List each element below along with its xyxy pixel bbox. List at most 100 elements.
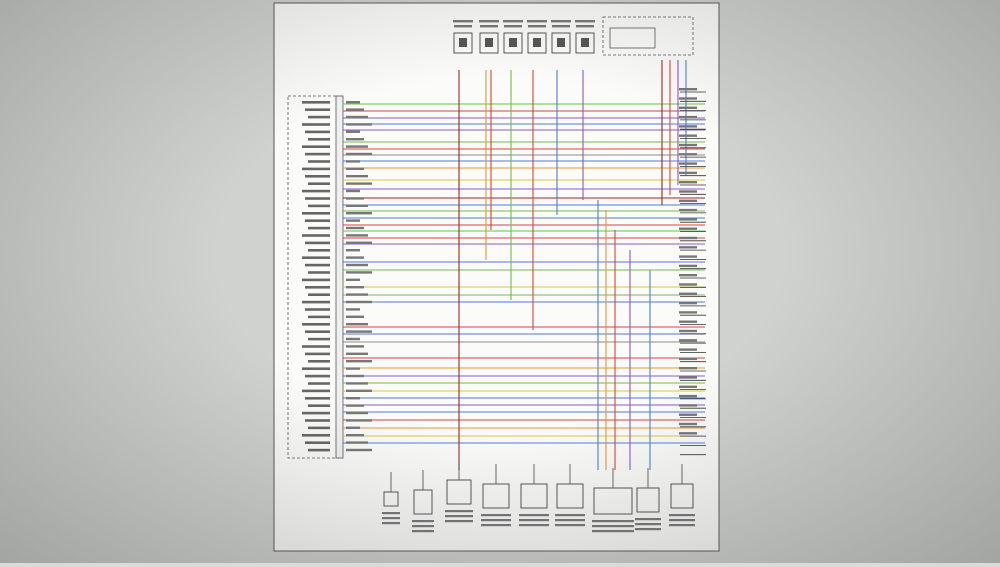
pin-label-mark: [302, 167, 330, 171]
right-label-mark: [679, 329, 697, 333]
wire-label-mark: [346, 115, 368, 119]
relay-module: [609, 27, 656, 49]
wire-label-mark: [346, 108, 364, 111]
wire-label-mark: [346, 337, 360, 341]
pin-label-mark: [302, 434, 330, 437]
right-label-mark: [679, 376, 697, 379]
fuse-element: [509, 38, 517, 47]
right-label-mark: [679, 171, 697, 175]
pin-label-mark: [302, 411, 330, 415]
pin-label-mark: [308, 182, 330, 185]
component-label-mark: [635, 523, 661, 526]
component-label-mark: [481, 524, 511, 527]
fuse-label-mark: [453, 20, 473, 23]
fuse-label-mark: [551, 20, 571, 23]
label-group: [302, 20, 697, 452]
right-label-mark: [679, 153, 697, 156]
wire-label-mark: [346, 271, 372, 274]
pin-label-mark: [302, 345, 330, 348]
pin-label-mark: [308, 426, 330, 430]
wire-label-mark: [346, 286, 364, 289]
wire-label-mark: [346, 323, 368, 326]
right-label-mark: [679, 413, 697, 416]
right-label-mark: [679, 274, 697, 277]
right-label-mark: [679, 422, 697, 426]
right-label-mark: [679, 88, 697, 91]
wire-label-mark: [346, 293, 368, 296]
wire-label-mark: [346, 226, 364, 230]
fuse-box: [503, 32, 523, 54]
right-label-mark: [679, 143, 697, 147]
wire-label-mark: [346, 426, 360, 429]
wire-label-mark: [346, 300, 372, 304]
pin-label-mark: [302, 189, 330, 193]
wire-label-mark: [346, 123, 372, 126]
wire-label-mark: [346, 389, 372, 392]
component-label-mark: [519, 514, 549, 517]
pin-label-mark: [308, 271, 330, 274]
pin-label-mark: [302, 101, 330, 104]
right-label-mark: [679, 301, 697, 305]
fuse-box: [453, 32, 473, 54]
wire-label-mark: [346, 101, 360, 104]
fuse-label-mark: [527, 20, 547, 23]
component-label-mark: [592, 520, 634, 523]
pin-label-mark: [308, 404, 330, 407]
component-label-mark: [382, 517, 400, 520]
wire-label-mark: [346, 130, 360, 133]
pin-label-mark: [308, 138, 330, 141]
component-label-mark: [669, 519, 695, 522]
wire-label-mark: [346, 189, 360, 193]
right-label-mark: [679, 320, 697, 323]
fuse-element: [581, 38, 589, 47]
pin-label-mark: [305, 175, 330, 178]
right-label-mark: [679, 218, 697, 221]
component-label-mark: [592, 525, 634, 528]
pin-label-mark: [308, 337, 330, 341]
wire-label-mark: [346, 448, 372, 452]
fuse-box: [479, 32, 499, 54]
wire-label-mark: [346, 434, 364, 437]
wire-label-mark: [346, 182, 372, 185]
wire-label-mark: [346, 249, 360, 252]
component-label-mark: [412, 520, 434, 523]
wire-label-mark: [346, 160, 360, 163]
component-label-mark: [555, 524, 585, 527]
pin-label-mark: [305, 219, 330, 222]
component-label-mark: [669, 514, 695, 517]
right-label-mark: [679, 292, 697, 295]
component-label-mark: [519, 519, 549, 522]
component-label-mark: [481, 519, 511, 522]
wire-label-mark: [346, 404, 364, 407]
wire-label-mark: [346, 138, 364, 141]
pin-label-mark: [308, 448, 330, 452]
pin-label-mark: [302, 367, 330, 370]
component-label-mark: [635, 518, 661, 521]
pin-label-mark: [302, 278, 330, 282]
pin-label-mark: [305, 108, 330, 111]
wire-group: [343, 60, 706, 470]
fuse-element: [485, 38, 493, 47]
component-label-mark: [669, 524, 695, 527]
right-label-mark: [679, 199, 697, 202]
pin-label-mark: [302, 234, 330, 237]
pin-label-mark: [308, 226, 330, 230]
schematic-page: [273, 2, 720, 552]
right-label-mark: [679, 227, 697, 230]
right-label-mark: [679, 246, 697, 249]
relay-box: [602, 16, 694, 56]
right-label-mark: [679, 181, 697, 184]
pin-label-mark: [308, 360, 330, 363]
fuse-element: [459, 38, 467, 47]
fuse-box: [551, 32, 571, 54]
wire-label-mark: [346, 360, 372, 363]
component-label-mark: [635, 528, 661, 531]
right-label-mark: [679, 357, 697, 361]
component-label-mark: [592, 530, 634, 533]
fuse-label-mark: [479, 20, 499, 23]
wire-label-mark: [346, 382, 368, 385]
component-label-mark: [382, 512, 400, 515]
right-label-mark: [679, 404, 697, 407]
right-label-mark: [679, 134, 697, 137]
component-label-mark: [555, 519, 585, 522]
